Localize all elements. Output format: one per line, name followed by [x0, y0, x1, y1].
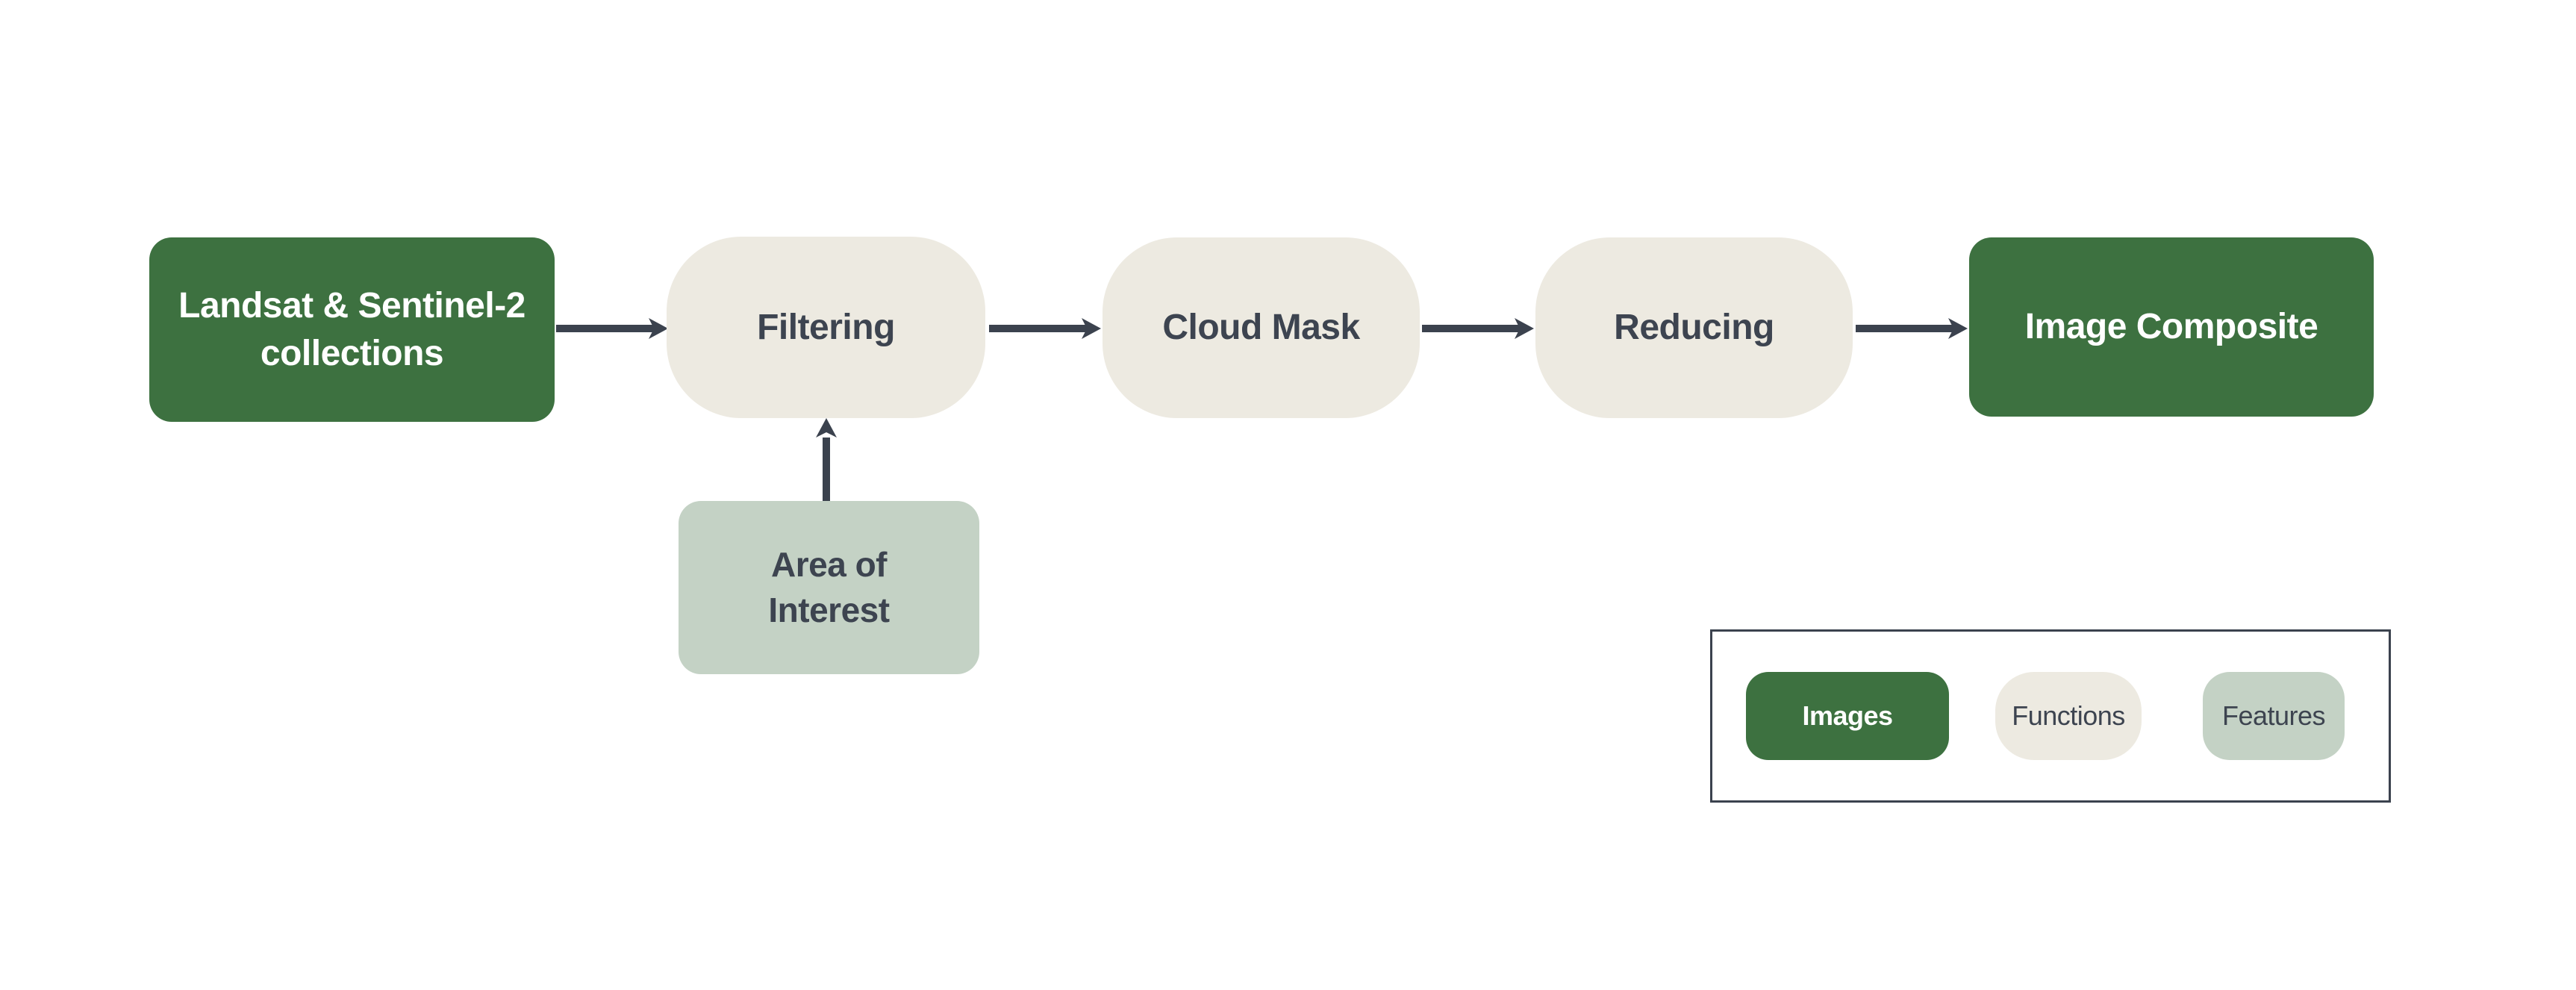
node-cloud-mask: Cloud Mask	[1103, 237, 1420, 418]
node-area-of-interest: Area of Interest	[679, 501, 979, 674]
arrow-reducing-to-image-composite	[1856, 318, 1968, 339]
arrow-area-of-interest-to-filtering	[816, 418, 837, 502]
node-label: Image Composite	[2024, 307, 2318, 347]
node-label-line: Interest	[768, 591, 890, 629]
arrow-collections-to-filtering	[556, 318, 668, 339]
legend-label-functions: Functions	[2012, 700, 2125, 731]
legend-chip-features: Features	[2203, 672, 2345, 760]
legend-label-images: Images	[1802, 700, 1893, 731]
node-label-line: Area of	[771, 545, 887, 585]
node-label-line: Landsat & Sentinel-2	[178, 286, 526, 326]
node-label: Reducing	[1614, 308, 1774, 348]
legend-label-features: Features	[2221, 700, 2326, 731]
node-label-line: collections	[260, 333, 444, 373]
legend-chip-functions: Functions	[1995, 672, 2142, 760]
node-reducing: Reducing	[1535, 237, 1853, 418]
arrow-cloud-mask-to-reducing	[1422, 318, 1534, 339]
node-label: Filtering	[757, 307, 895, 347]
node-filtering: Filtering	[667, 237, 985, 418]
arrow-filtering-to-cloud-mask	[989, 318, 1101, 339]
node-label: Cloud Mask	[1162, 308, 1360, 348]
legend-chip-images: Images	[1746, 672, 1949, 760]
legend-box: Images Functions Features	[1710, 629, 2391, 803]
node-image-composite: Image Composite	[1969, 237, 2374, 417]
node-landsat-sentinel2-collections: Landsat & Sentinel-2 collections	[149, 237, 555, 422]
